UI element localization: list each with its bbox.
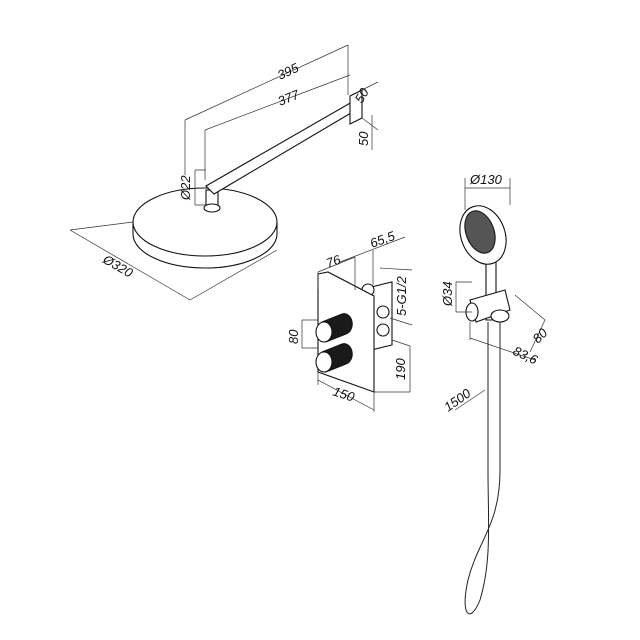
label-depth: 76: [324, 252, 343, 271]
knob-bottom[interactable]: [315, 343, 353, 373]
label-connector-diameter: Ø22: [178, 175, 193, 201]
shower-arm: [205, 101, 357, 195]
label-outlets: 5-G1/2: [394, 275, 409, 316]
label-holder-diameter: Ø34: [440, 281, 455, 307]
dim-80: [301, 319, 318, 349]
dim-83-6: [469, 322, 536, 361]
label-hose-length: 1500: [441, 385, 474, 414]
dim-34: [455, 281, 472, 313]
dim-80-holder: [514, 294, 546, 353]
hand-shower: Ø130 Ø34 80 83,6 1500: [440, 172, 551, 615]
dim-1500: [454, 389, 486, 411]
outlet-side-2: [376, 323, 390, 337]
dim-395: [184, 44, 349, 175]
label-395: 395: [275, 60, 302, 83]
label-plate-height: 190: [393, 358, 408, 380]
dim-320: [69, 221, 278, 301]
thermostatic-mixer: 76 65,5 5-G1/2 80 190 150: [286, 228, 413, 412]
dim-5g: [379, 267, 413, 326]
dim-150: [317, 372, 375, 412]
outlet-side-1: [376, 305, 390, 319]
overhead-shower: 395 377 50 50 Ø22 Ø320: [69, 44, 379, 301]
label-holder-width: 83,6: [511, 343, 541, 368]
dim-190: [374, 339, 411, 393]
label-flange-height: 50: [356, 131, 371, 146]
dim-130: [464, 178, 511, 210]
label-head-diameter: Ø320: [100, 251, 137, 281]
label-377: 377: [276, 86, 302, 108]
shower-head-disc: [132, 187, 278, 257]
dim-377: [204, 74, 351, 180]
dim-22: [194, 169, 206, 206]
shower-hose: [464, 322, 501, 615]
label-knob-spacing: 80: [286, 329, 301, 344]
dim-76: [317, 256, 356, 290]
knob-top[interactable]: [315, 313, 353, 343]
label-plate-width: 150: [331, 384, 357, 405]
label-head-diameter: Ø130: [469, 172, 503, 187]
label-body-depth: 65,5: [368, 228, 398, 251]
connector-nut: [203, 203, 221, 213]
dim-65-5: [339, 236, 406, 285]
spray-face: [464, 210, 496, 254]
holder-ring: [490, 309, 510, 323]
label-holder-depth: 80: [530, 325, 551, 346]
dim-50: [361, 81, 379, 150]
